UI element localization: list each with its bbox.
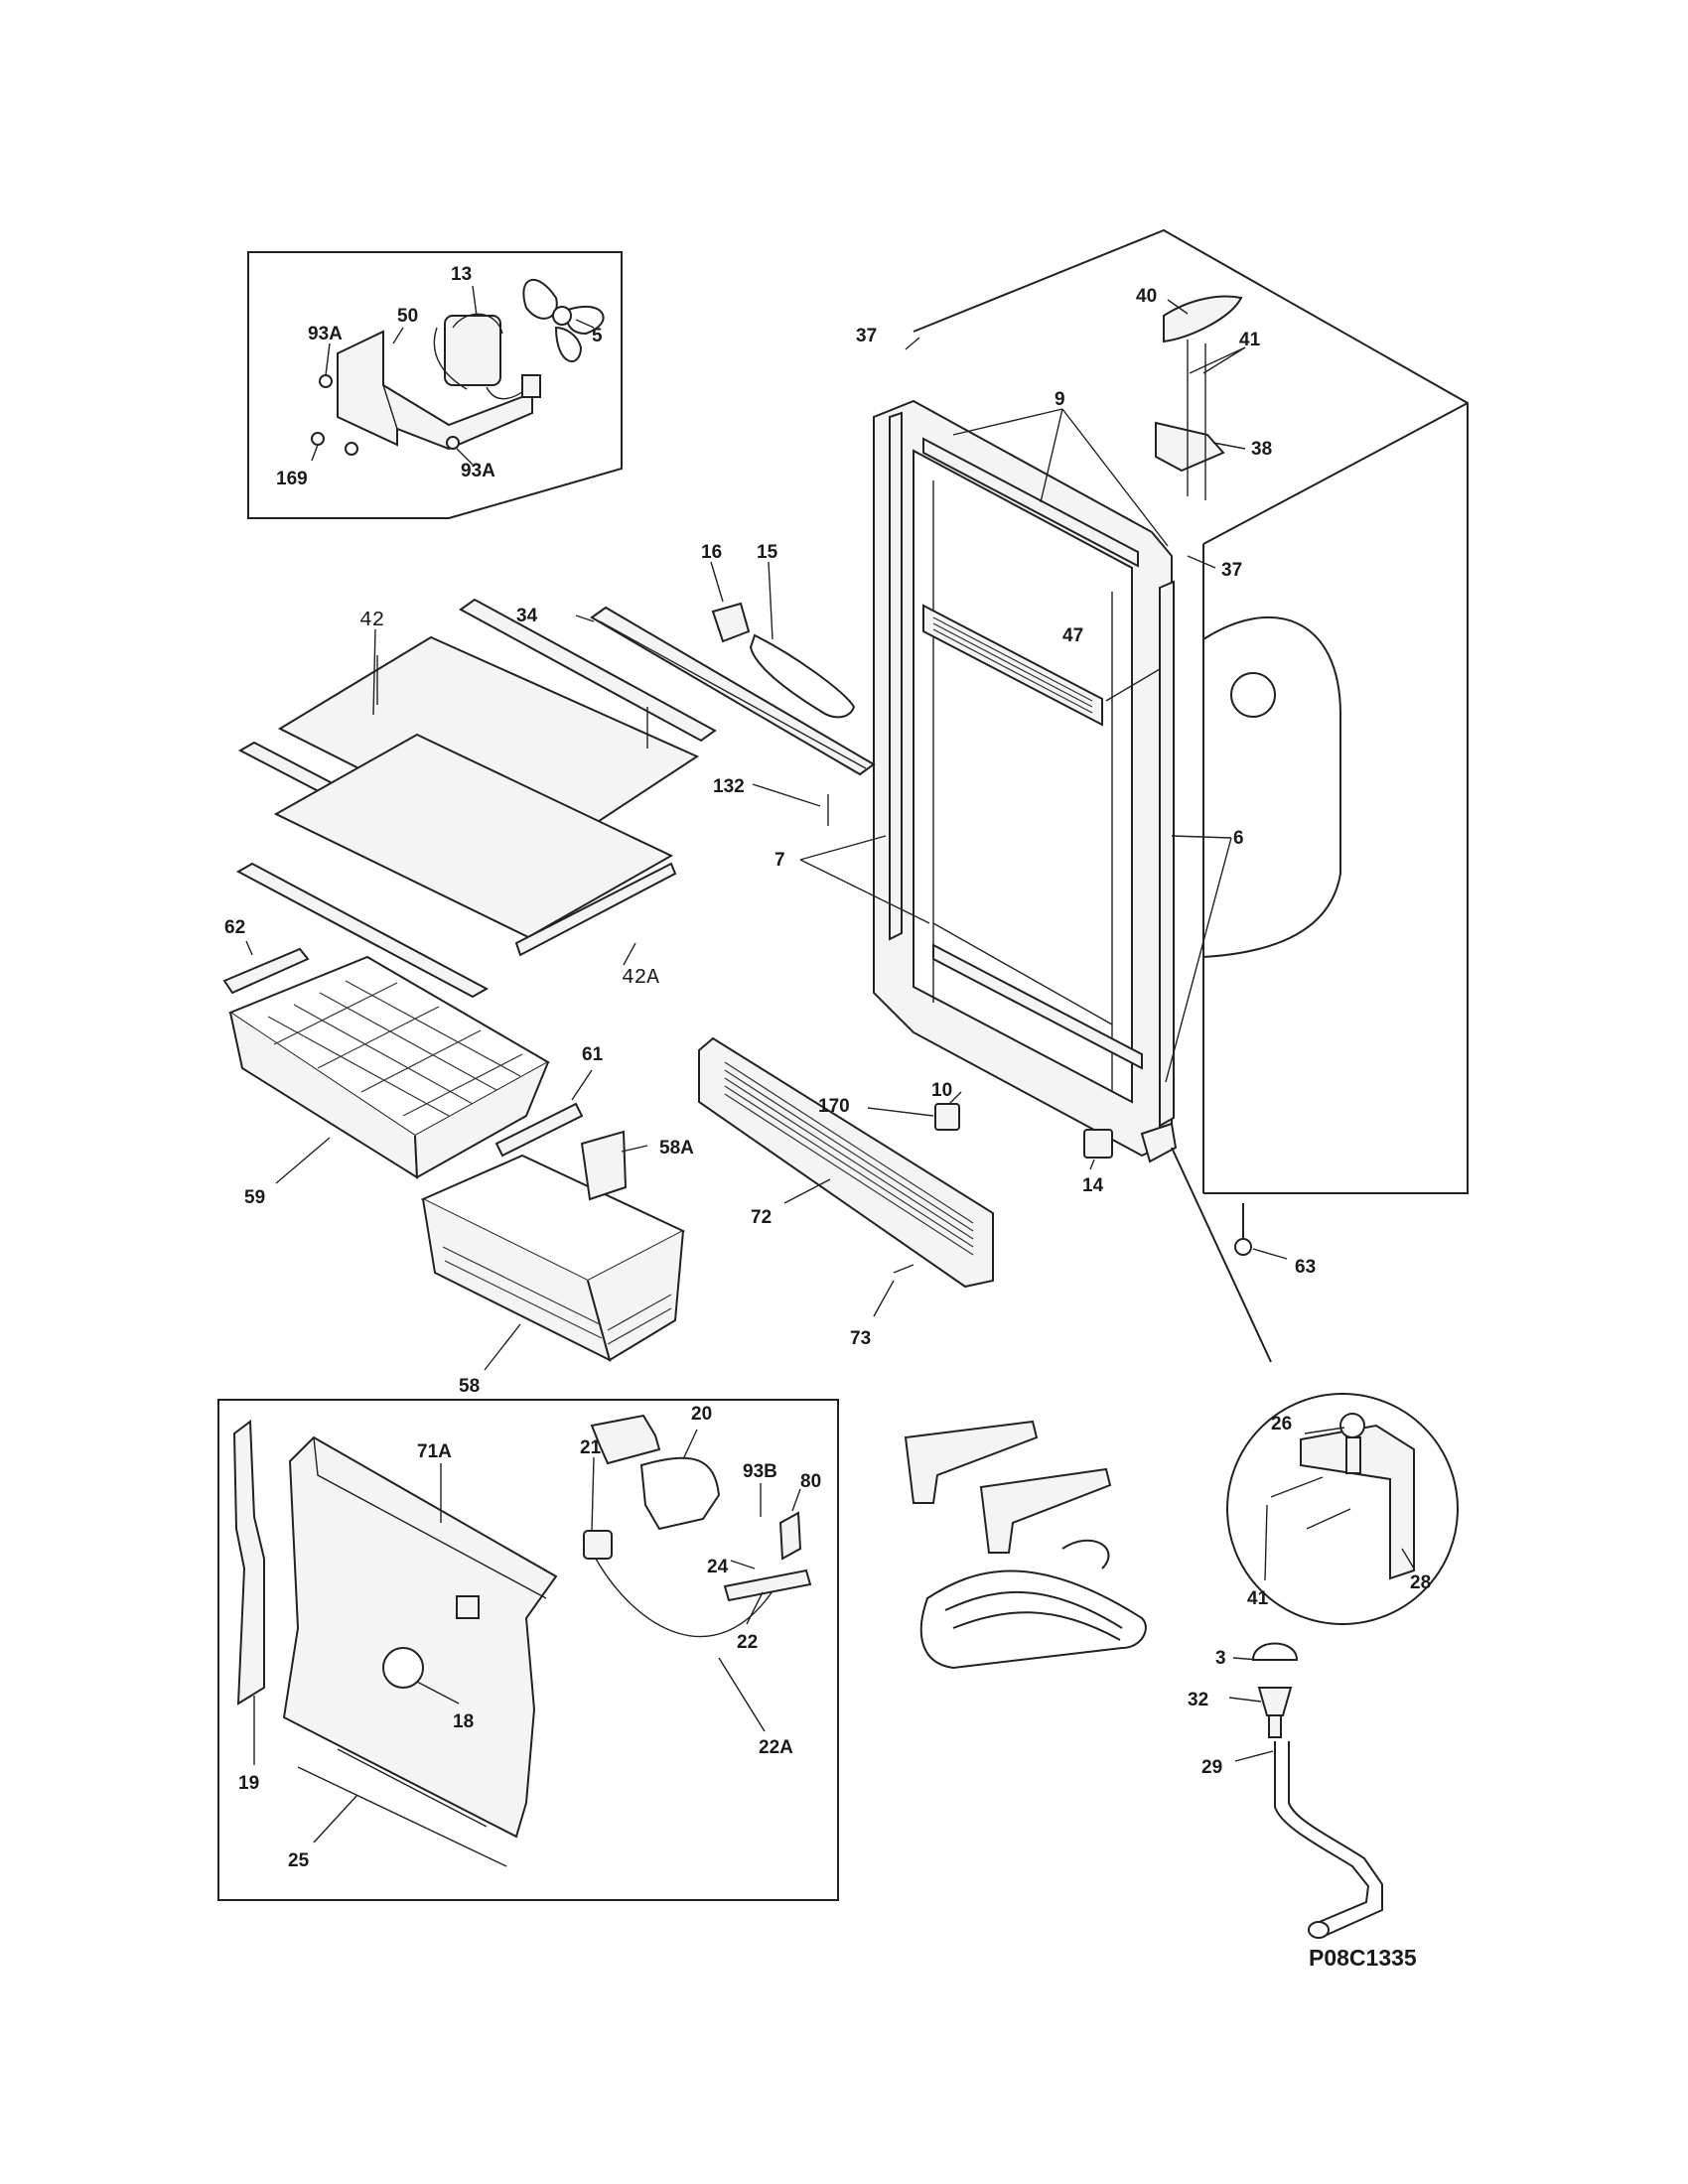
callout-58a: 58A (659, 1138, 694, 1159)
callout-37-top: 37 (856, 326, 877, 346)
lower-front-assembly (698, 1036, 1288, 1363)
callout-59: 59 (244, 1187, 265, 1208)
shelf-assembly (235, 561, 876, 999)
callout-58: 58 (459, 1376, 480, 1397)
callout-42: 42 (359, 610, 384, 632)
callout-34: 34 (516, 606, 538, 626)
callout-21: 21 (580, 1437, 602, 1458)
heater-assembly (904, 1420, 1147, 1670)
callout-41-bottom: 41 (1247, 1588, 1269, 1609)
callout-62: 62 (224, 917, 245, 938)
callout-28: 28 (1410, 1572, 1431, 1593)
callout-93b: 93B (743, 1461, 777, 1482)
callout-170: 170 (818, 1096, 850, 1117)
cabinet-body (799, 228, 1469, 1194)
callout-50: 50 (397, 306, 418, 327)
callout-22a: 22A (759, 1737, 793, 1758)
callout-41-top: 41 (1239, 330, 1261, 350)
callout-22: 22 (737, 1632, 758, 1653)
callout-32: 32 (1188, 1690, 1208, 1710)
callout-5: 5 (592, 326, 603, 346)
callout-29: 29 (1201, 1757, 1222, 1778)
callout-80: 80 (800, 1471, 821, 1492)
callout-63: 63 (1295, 1257, 1316, 1278)
callout-38: 38 (1251, 439, 1272, 460)
callout-13: 13 (451, 264, 472, 285)
callout-47: 47 (1062, 625, 1083, 646)
callout-73: 73 (850, 1328, 871, 1349)
hinge-detail (1226, 1393, 1459, 1625)
callout-16: 16 (701, 542, 722, 563)
callout-3: 3 (1215, 1648, 1226, 1669)
callout-37-right: 37 (1221, 560, 1242, 581)
evaporator-cover-inset (217, 1399, 839, 1901)
callout-169: 169 (276, 469, 308, 489)
callout-7: 7 (774, 850, 785, 871)
drain-parts (1228, 1642, 1383, 1939)
callout-61: 61 (582, 1044, 604, 1065)
callout-9: 9 (1055, 389, 1065, 410)
callout-10: 10 (931, 1080, 952, 1101)
basket-assembly (222, 940, 686, 1371)
callout-6: 6 (1233, 828, 1244, 849)
fan-motor-inset (247, 251, 623, 519)
callout-42a: 42A (622, 967, 659, 990)
callout-132: 132 (713, 776, 745, 797)
callout-93a-bottom: 93A (461, 461, 495, 481)
drawing-code: P08C1335 (1309, 1945, 1417, 1971)
callout-25: 25 (288, 1850, 310, 1871)
callout-72: 72 (751, 1207, 772, 1228)
callout-40: 40 (1136, 286, 1157, 307)
callout-14: 14 (1082, 1175, 1104, 1196)
callout-15: 15 (757, 542, 778, 563)
callout-18: 18 (453, 1711, 474, 1732)
callout-26: 26 (1271, 1414, 1292, 1434)
callout-71a: 71A (417, 1441, 452, 1462)
callout-24: 24 (707, 1557, 729, 1577)
callout-19: 19 (238, 1773, 259, 1794)
callout-93a-top: 93A (308, 324, 343, 344)
callout-20: 20 (691, 1404, 712, 1425)
